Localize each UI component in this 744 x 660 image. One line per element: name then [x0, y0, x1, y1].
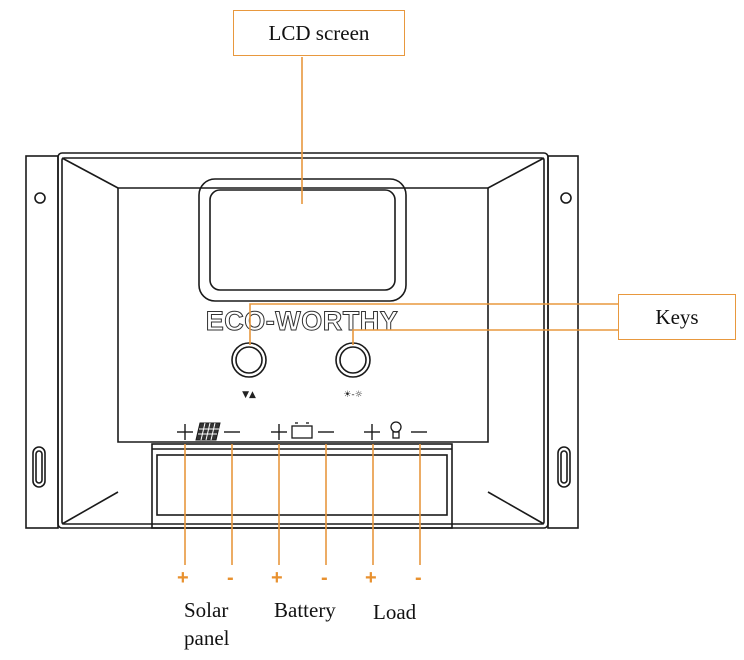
lcd-screen-label: LCD screen — [268, 20, 370, 45]
solar-label-line-1: Solar — [184, 598, 229, 622]
load-plus-sign: + — [365, 567, 377, 589]
body-polarity-marks — [177, 424, 427, 440]
load-label: Load — [373, 598, 416, 626]
keys-callout: Keys — [618, 294, 736, 340]
solar-minus-sign: - — [227, 567, 234, 589]
key-right-symbol: ☀-☼ — [343, 390, 362, 400]
right-mounting-bracket — [547, 155, 579, 529]
key-left-symbol: ▼▲ — [242, 390, 256, 400]
solar-panel-label: Solar panel — [184, 596, 229, 652]
keys-leader-lines — [249, 303, 618, 345]
load-label-line-1: Load — [373, 600, 417, 624]
solar-plus-sign: + — [177, 567, 189, 589]
key-left-button[interactable] — [231, 342, 267, 378]
bulb-icon — [390, 421, 402, 439]
battery-label-line-1: Battery — [274, 598, 336, 622]
terminal-leader-lines — [184, 444, 421, 565]
left-mounting-bracket — [25, 155, 59, 529]
solar-label-line-2: panel — [184, 626, 230, 650]
key-right-button[interactable] — [335, 342, 371, 378]
battery-minus-sign: - — [321, 567, 328, 589]
controller-body — [57, 152, 549, 529]
lcd-screen-callout: LCD screen — [233, 10, 405, 56]
brand-logo: ECO-WORTHY — [206, 306, 398, 336]
keys-label: Keys — [655, 304, 699, 329]
battery-label: Battery — [274, 596, 336, 624]
terminal-block — [151, 443, 453, 529]
solar-panel-icon — [195, 422, 221, 441]
load-minus-sign: - — [415, 567, 422, 589]
battery-icon — [291, 422, 313, 439]
battery-plus-sign: + — [271, 567, 283, 589]
